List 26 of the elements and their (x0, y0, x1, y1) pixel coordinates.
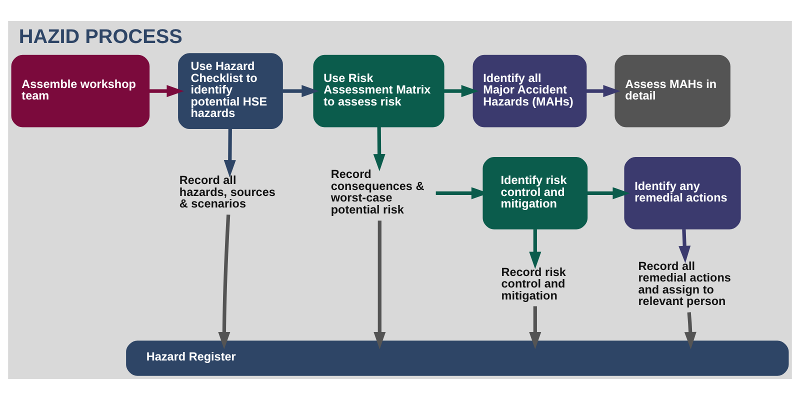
arrow (374, 220, 386, 350)
arrow (149, 85, 184, 98)
arrow (282, 85, 319, 98)
node-box: Identify risk control and mitigation (482, 157, 588, 230)
node-text: Record all remedial actions and assign to relevant person (638, 260, 731, 308)
node-text: Record risk control and mitigation (501, 266, 566, 302)
arrow (586, 85, 620, 98)
arrow (587, 187, 630, 200)
node-box: Assemble workshop team (11, 54, 150, 128)
node-box: Identify any remedial actions (624, 157, 741, 230)
node-box: Identify all Major Accident Hazards (MAHs) (472, 54, 587, 128)
arrow (444, 85, 479, 98)
node-text: Record consequences & worst-case potential risk (330, 168, 424, 216)
arrow (529, 229, 542, 270)
node-box: Hazard Register (126, 340, 789, 376)
arrow (684, 312, 696, 350)
node-box: Assess MAHs in detail (614, 54, 730, 128)
arrow (529, 306, 542, 350)
arrow (224, 128, 236, 178)
node-box: Use Hazard Checklist to identify potential HSE hazards (178, 53, 283, 130)
diagram-title: HAZID PROCESS (18, 26, 182, 48)
arrow (218, 214, 230, 350)
arrow (373, 126, 386, 172)
node-text: Record all hazards, sources & scenarios (179, 174, 276, 211)
node-box: Use Risk Assessment Matrix to assess risk (313, 54, 444, 128)
arrow (678, 229, 691, 264)
